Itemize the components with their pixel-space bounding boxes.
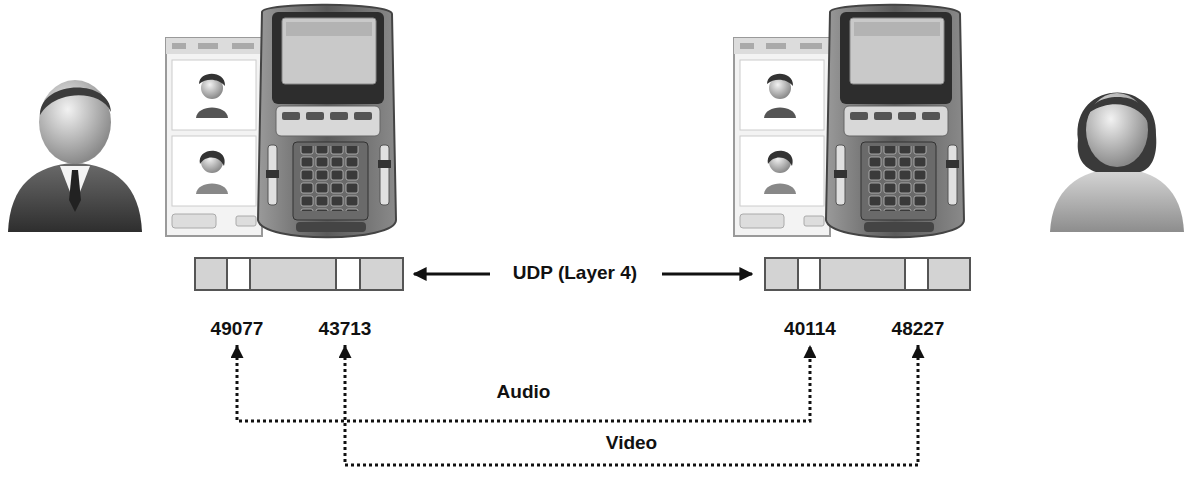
port-number-text: 48227: [892, 318, 945, 340]
packet-bar: [195, 258, 403, 290]
port-number: 48227: [889, 317, 948, 341]
edge-label: Video: [602, 432, 661, 454]
layer-arrow: [414, 273, 490, 276]
port-connector: [237, 345, 810, 421]
layer-arrow: [662, 273, 752, 276]
port-connector: [345, 345, 918, 465]
port-number-text: 49077: [211, 318, 264, 340]
layer-label: UDP (Layer 4): [513, 262, 637, 284]
softphone: [734, 5, 964, 238]
softphone: [166, 5, 396, 238]
packet-bar: [765, 258, 970, 290]
person-woman: [1050, 92, 1184, 232]
port-number: 49077: [208, 317, 267, 341]
edge-label: Audio: [493, 381, 555, 403]
port-number: 43713: [316, 317, 375, 341]
port-number-text: 43713: [319, 318, 372, 340]
person-man: [8, 80, 142, 232]
port-number: 40114: [781, 317, 839, 341]
port-number-text: 40114: [784, 318, 836, 340]
